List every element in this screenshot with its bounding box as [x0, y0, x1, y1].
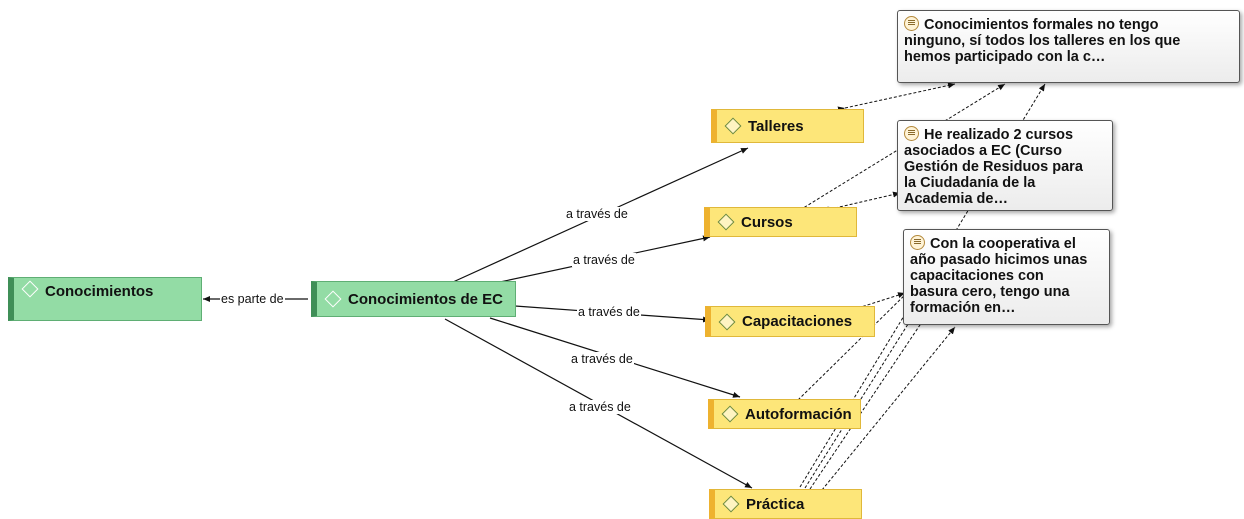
code-diamond-icon: [724, 117, 742, 135]
memo-box-2[interactable]: He realizado 2 cursos asociados a EC (Cu…: [897, 120, 1113, 211]
memo-line: basura cero, tengo una: [910, 284, 1070, 300]
code-diamond-icon: [717, 213, 735, 231]
memo-line: Con la cooperativa el: [930, 236, 1076, 252]
memo-line: la Ciudadanía de la: [904, 175, 1036, 191]
memo-link-1: [837, 82, 956, 113]
memo-link-4: [850, 292, 906, 313]
node-label: Cursos: [741, 213, 793, 231]
memo-box-1[interactable]: Conocimientos formales no tengo ninguno,…: [897, 10, 1240, 83]
code-diamond-icon: [722, 495, 740, 513]
memo-line: capacitaciones con: [910, 268, 1044, 284]
memo-box-3[interactable]: Con la cooperativa el año pasado hicimos…: [903, 229, 1110, 325]
memo-icon: [904, 126, 919, 141]
memo-icon: [904, 16, 919, 31]
node-label: Conocimientos: [45, 283, 154, 300]
edge-label-capacitaciones: a través de: [577, 305, 641, 319]
node-label: Talleres: [748, 117, 804, 135]
code-diamond-icon: [21, 280, 39, 298]
edge-label-es-parte-de: es parte de: [220, 292, 285, 306]
memo-line: ninguno, sí todos los talleres en los qu…: [904, 33, 1181, 49]
memo-line: formación en…: [910, 300, 1016, 316]
memo-line: Academia de…: [904, 191, 1008, 207]
memo-line: Gestión de Residuos para: [904, 159, 1083, 175]
memo-link-9: [815, 326, 956, 498]
memo-line: Conocimientos formales no tengo: [924, 17, 1159, 33]
code-node-capacitaciones[interactable]: Capacitaciones: [705, 306, 875, 337]
code-node-conocimientos[interactable]: Conocimientos: [8, 277, 202, 321]
node-label: Práctica: [746, 495, 805, 513]
memo-icon: [910, 235, 925, 250]
node-label: Autoformación: [745, 405, 852, 423]
code-diamond-icon: [718, 313, 736, 330]
code-node-conocimientos-de-ec[interactable]: Conocimientos de EC: [311, 281, 516, 317]
edge-label-practica: a través de: [568, 400, 632, 414]
node-label: Capacitaciones: [742, 313, 853, 330]
memo-line: He realizado 2 cursos: [924, 127, 1074, 143]
memo-link-5: [797, 287, 913, 401]
code-node-cursos[interactable]: Cursos: [704, 207, 857, 237]
memo-line: asociados a EC (Curso: [904, 143, 1062, 159]
code-node-autoformacion[interactable]: Autoformación: [708, 399, 861, 429]
edge-label-talleres: a través de: [565, 207, 629, 221]
edge-label-autoformacion: a través de: [570, 352, 634, 366]
code-diamond-icon: [324, 290, 342, 308]
code-node-talleres[interactable]: Talleres: [711, 109, 864, 143]
code-diamond-icon: [721, 405, 739, 423]
memo-line: año pasado hicimos unas: [910, 252, 1088, 268]
memo-link-3: [827, 191, 901, 213]
edge-label-cursos: a través de: [572, 253, 636, 267]
code-node-practica[interactable]: Práctica: [709, 489, 862, 519]
memo-line: hemos participado con la c…: [904, 49, 1106, 65]
node-label: Conocimientos de EC: [348, 290, 504, 308]
